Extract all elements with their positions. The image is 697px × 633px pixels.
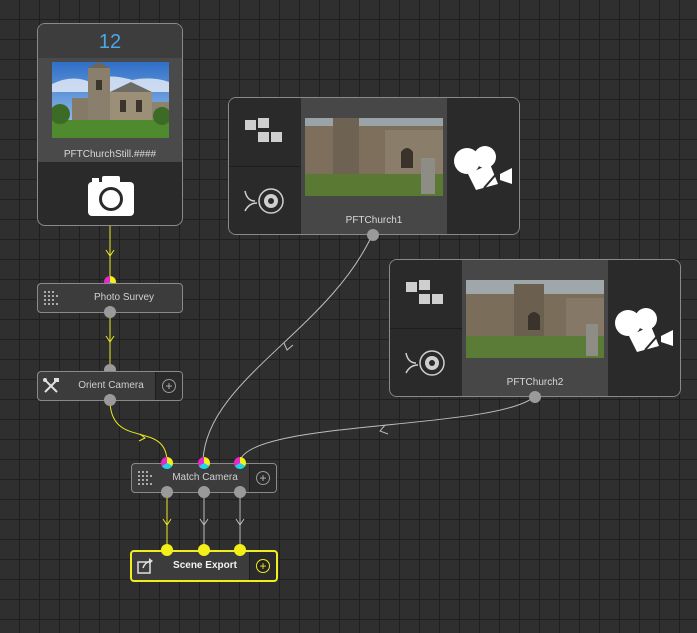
clip-name: PFTChurchStill.#### [63, 149, 157, 160]
movie-camera-icon [454, 146, 512, 190]
camera-name: PFTChurch2 [506, 377, 564, 388]
orient-camera-output-port[interactable] [104, 394, 116, 406]
clip-thumbnail [38, 58, 182, 162]
match-camera-input-port-2[interactable] [198, 457, 210, 469]
scene-export-add-button[interactable]: + [249, 552, 276, 580]
point-grid-icon [138, 471, 152, 485]
lens-icon [244, 188, 284, 214]
photo-camera-icon [88, 176, 134, 216]
camera-node-left-panel [229, 98, 301, 234]
camera-node-pftchurch1[interactable]: PFTChurch1 [228, 97, 520, 235]
match-camera-add-button[interactable]: + [249, 464, 276, 492]
camera-pftchurch2-output-port[interactable] [529, 391, 541, 403]
camera-node-pftchurch2[interactable]: PFTChurch2 [389, 259, 681, 397]
add-icon: + [256, 559, 270, 573]
camera-node-left-panel [390, 260, 462, 396]
camera-name: PFTChurch1 [345, 215, 403, 226]
match-camera-label: Match Camera [172, 472, 238, 483]
camera-type-button[interactable] [447, 98, 519, 234]
match-camera-output-port-1[interactable] [161, 486, 173, 498]
church-photo [305, 118, 443, 196]
tracker-blocks-icon [406, 280, 443, 304]
camera-preview: PFTChurch2 [462, 260, 608, 396]
orient-camera-label: Orient Camera [78, 380, 144, 391]
wire-church2-to-match [239, 395, 536, 462]
export-icon [137, 558, 153, 574]
church-photo [466, 280, 604, 358]
lens-button[interactable] [390, 329, 462, 396]
frame-count: 12 [38, 24, 182, 59]
scene-export-input-port-1[interactable] [161, 544, 173, 556]
tracker-blocks-button[interactable] [390, 260, 462, 329]
photo-survey-output-port[interactable] [104, 306, 116, 318]
lens-button[interactable] [229, 167, 301, 234]
scene-export-label: Scene Export [173, 560, 237, 571]
photo-survey-label: Photo Survey [93, 292, 155, 303]
tracker-blocks-icon [245, 118, 282, 142]
camera-preview: PFTChurch1 [301, 98, 447, 234]
point-grid-icon [44, 291, 58, 305]
match-camera-output-port-2[interactable] [198, 486, 210, 498]
wire-church1-to-match [202, 232, 374, 462]
match-camera-input-port-3[interactable] [234, 457, 246, 469]
scene-export-input-port-2[interactable] [198, 544, 210, 556]
church-photo [52, 62, 169, 138]
tools-icon [43, 378, 59, 393]
wire-orient-to-match [109, 399, 168, 462]
movie-camera-icon [615, 308, 673, 352]
match-camera-input-port-1[interactable] [161, 457, 173, 469]
camera-pftchurch1-output-port[interactable] [367, 229, 379, 241]
tracker-blocks-button[interactable] [229, 98, 301, 167]
lens-icon [405, 350, 445, 376]
camera-type-button[interactable] [608, 260, 680, 396]
clip-input-node[interactable]: 12 PFTChurchStill.#### [37, 23, 183, 226]
add-icon: + [256, 471, 270, 485]
orient-camera-add-button[interactable]: + [155, 372, 182, 400]
scene-export-input-port-3[interactable] [234, 544, 246, 556]
add-icon: + [162, 379, 176, 393]
match-camera-output-port-3[interactable] [234, 486, 246, 498]
